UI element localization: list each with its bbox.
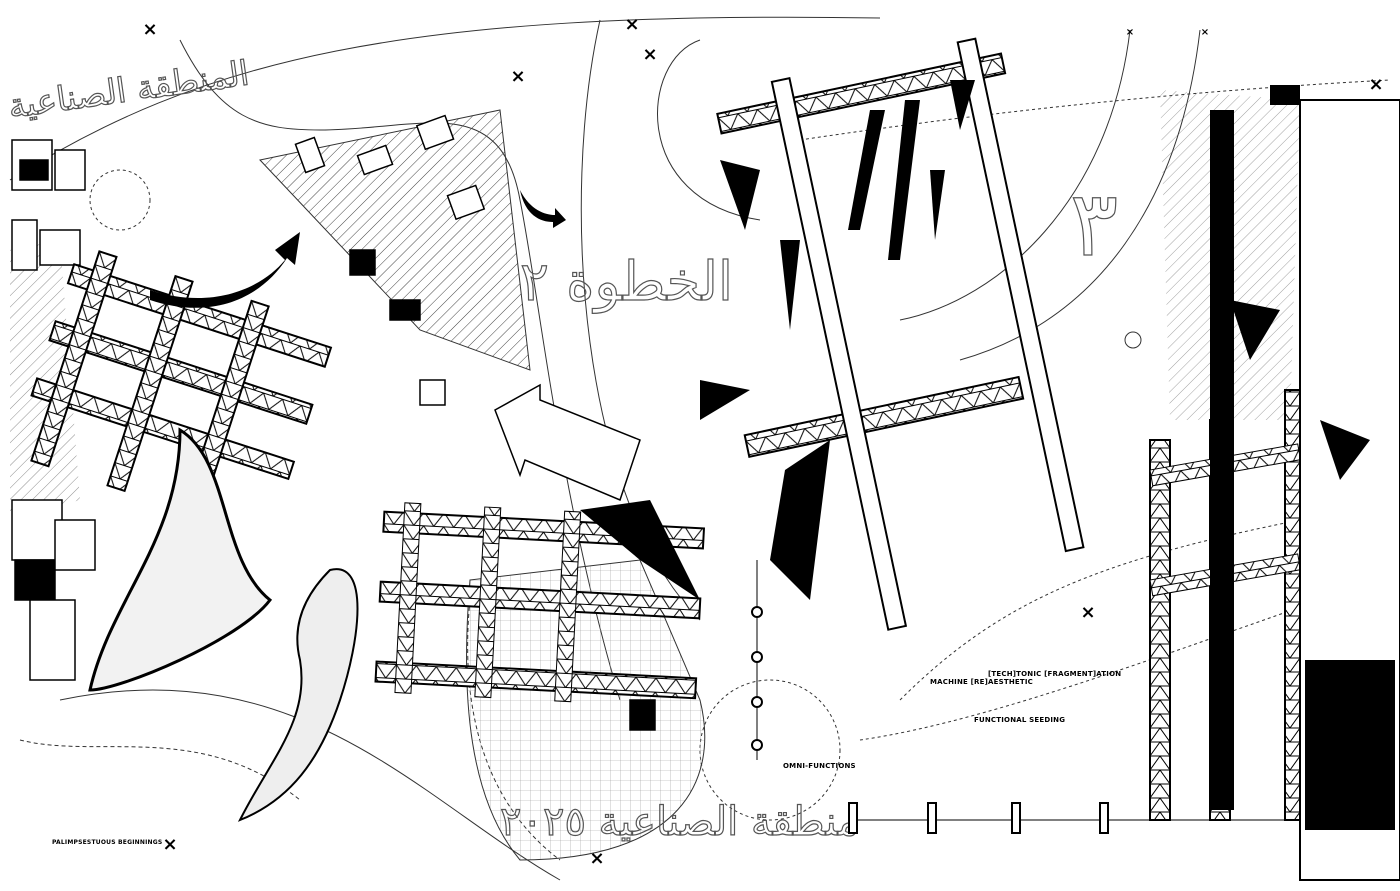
svg-text:×: × [1126,27,1134,38]
label-techtonic-fragmentation: [TECH]TONIC [FRAGMENT]ATION [988,670,1122,678]
truss-frame-right [1149,85,1400,881]
ribbon-form [88,427,273,692]
arrow-outline-icon [494,383,641,502]
svg-text:×: × [1368,74,1383,95]
grid-zone [466,559,706,861]
svg-text:×: × [162,834,177,855]
svg-text:×: × [589,848,604,869]
truss-frame-left [30,250,333,517]
svg-text:×: × [1201,27,1209,38]
arabic-text-middle: الخطوة ٢ [520,250,733,313]
arrow-icon [520,190,566,228]
site-curves [9,16,1391,881]
svg-text:×: × [142,19,157,40]
truss-frame-center [374,502,706,703]
label-functional-seeding: FUNCTIONAL SEEDING [974,716,1066,724]
urban-blocks [11,114,656,731]
shadow-shards [580,80,1370,600]
pin-markers [751,560,1300,834]
svg-text:×: × [1080,602,1095,623]
label-omni-functions: OMNI-FUNCTIONS [783,762,856,770]
x-markers: ××× ××× ×× ×× [142,14,1383,869]
arabic-text-bottom: منطقة الصناعية ٢٠٢٥ [500,799,859,845]
arabic-text-right: ٣ [1070,172,1118,277]
truss-frame-tower [716,37,1085,631]
label-palimpsestuous-beginnings: PALIMPSESTUOUS BEGINNINGS [52,839,163,846]
svg-text:×: × [510,66,525,87]
ribbon-form [237,568,359,822]
svg-text:×: × [624,14,639,35]
svg-text:×: × [642,44,657,65]
label-machine-reaesthetic: MACHINE [RE]AESTHETIC [930,678,1034,686]
arrow-icon [150,232,300,308]
